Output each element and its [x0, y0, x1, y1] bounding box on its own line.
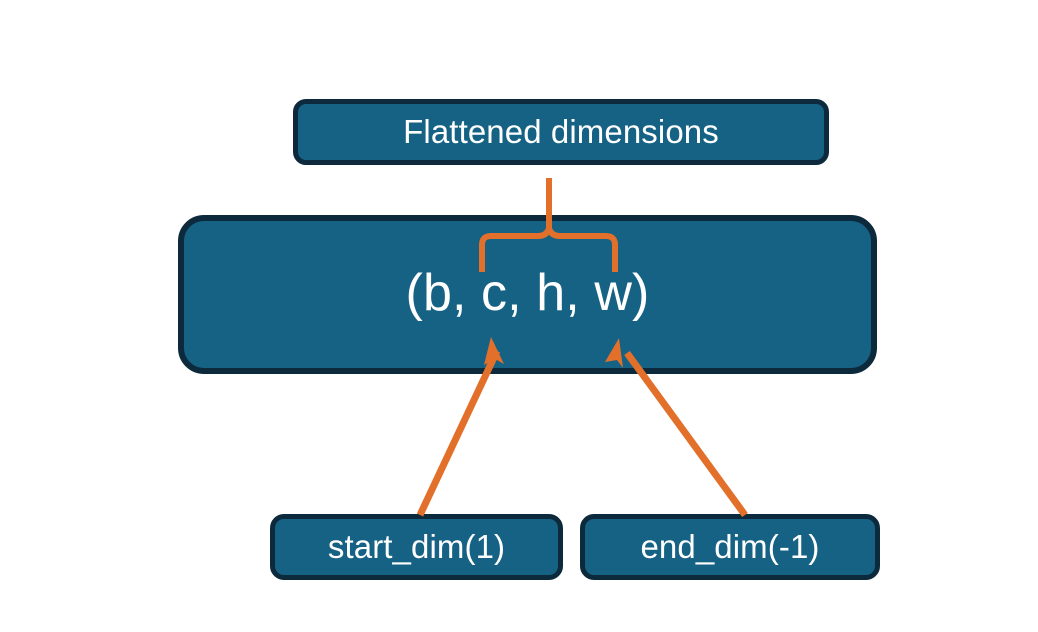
node-tensor-shape-label: (b, c, h, w)	[405, 263, 650, 322]
node-start-dim-label: start_dim(1)	[327, 527, 506, 565]
node-end-dim[interactable]: end_dim(-1)	[580, 514, 880, 580]
node-tensor-shape[interactable]: (b, c, h, w)	[178, 215, 877, 374]
node-flattened-dimensions[interactable]: Flattened dimensions	[293, 99, 829, 165]
node-flattened-dimensions-label: Flattened dimensions	[403, 112, 719, 150]
node-end-dim-label: end_dim(-1)	[640, 527, 820, 565]
node-start-dim[interactable]: start_dim(1)	[270, 514, 563, 580]
